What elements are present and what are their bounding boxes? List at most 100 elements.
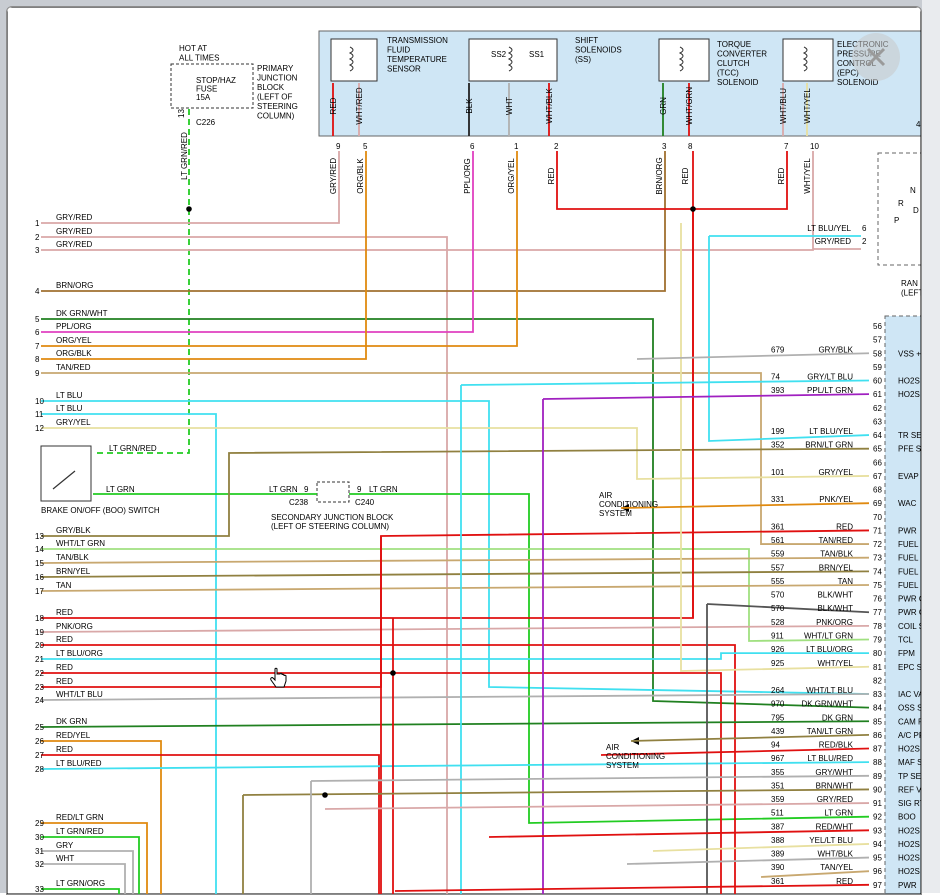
ss2-label: SS2 (491, 50, 507, 59)
left-pin-number: 3 (35, 246, 40, 255)
pcm-function: EVAP (898, 472, 919, 481)
boo-switch-box (40, 445, 92, 502)
ac2-label: SYSTEM (606, 761, 639, 770)
pcm-pin-number: 73 (873, 554, 882, 563)
wire (40, 556, 870, 564)
pcm-pin-number: 69 (873, 499, 882, 508)
left-pin-number: 10 (35, 397, 44, 406)
tcc-label: SOLENOID (717, 78, 759, 87)
left-pin-number: 5 (35, 315, 40, 324)
circuit-number: 555 (771, 577, 785, 586)
wire (41, 413, 217, 894)
wire (41, 822, 148, 894)
left-wire-label: LT BLU (56, 391, 83, 400)
left-pin-number: 7 (35, 342, 40, 351)
left-wire-label: LT GRN/RED (56, 827, 104, 836)
right-wire-label: RED (836, 877, 853, 886)
range-label: (LEFT REAR OF (901, 289, 921, 298)
pcm-function: BOO (898, 813, 916, 822)
trs-letter: N (910, 186, 916, 195)
wire (40, 584, 870, 592)
circuit-number: 925 (771, 659, 785, 668)
trans-wire-label: WHT/BLU (779, 88, 788, 124)
wire (460, 379, 870, 386)
right-wire-label: RED/WHT (816, 822, 853, 831)
circuit-number: 101 (771, 468, 785, 477)
left-pin-number: 29 (35, 819, 44, 828)
circuit-number: 439 (771, 727, 785, 736)
trs-pin: 2 (862, 237, 867, 246)
c240-pin: 9 (357, 485, 362, 494)
pcm-pin-number: 87 (873, 745, 882, 754)
left-wire-label: GRY/YEL (56, 418, 91, 427)
wire (600, 747, 870, 756)
pcm-pin-number: 78 (873, 622, 882, 631)
left-wire-label: BRN/YEL (56, 567, 91, 576)
pcm-pin-number: 64 (873, 431, 882, 440)
drop-wire-label: PPL/ORG (463, 158, 472, 194)
right-wire-label: WHT/LT GRN (804, 631, 853, 640)
pcm-pin-number: 74 (873, 567, 882, 576)
pcm-pin-number: 66 (873, 458, 882, 467)
left-wire-label: RED (56, 663, 73, 672)
wire (41, 427, 870, 480)
wire (310, 774, 870, 782)
pcm-function: TP SE (898, 772, 921, 781)
range-sensor-box (877, 152, 921, 266)
wire (40, 720, 870, 728)
wire (41, 548, 870, 642)
right-wire-label: WHT/YEL (817, 659, 853, 668)
drop-wire-label: RED (777, 167, 786, 184)
wire (41, 400, 870, 695)
switch-contact (52, 470, 76, 490)
fuse-label: STOP/HAZ (196, 76, 236, 85)
wire (40, 624, 870, 633)
pcm-function: FUEL (898, 581, 919, 590)
pcm-pin-number: 82 (873, 676, 882, 685)
trans-wire-label: WHT (505, 97, 514, 115)
tfts-label: TRANSMISSION (387, 36, 448, 45)
wire (242, 788, 870, 796)
wire (41, 447, 870, 537)
pcm-function: WAC (898, 499, 917, 508)
close-button[interactable] (852, 33, 900, 81)
right-wire-label: TAN/YEL (820, 863, 853, 872)
left-pin-number: 27 (35, 751, 44, 760)
fuse-label: FUSE (196, 85, 217, 94)
wire (41, 652, 869, 660)
drop-wire-label: GRY/RED (329, 158, 338, 195)
tfts-label: SENSOR (387, 65, 421, 74)
wire (41, 863, 126, 894)
left-wire-label: TAN/RED (56, 363, 91, 372)
wire (41, 740, 162, 894)
pcm-function: HO2S (898, 854, 920, 863)
pcm-pin-number: 57 (873, 336, 882, 345)
splice-dot (322, 792, 328, 798)
wire (41, 318, 870, 709)
left-wire-label: PNK/ORG (56, 622, 93, 631)
tfts-label: TEMPERATURE (387, 55, 447, 64)
circuit-number: 511 (771, 809, 784, 818)
pcm-function: EPC S (898, 663, 921, 672)
right-wire-label: GRY/RED (817, 795, 854, 804)
left-wire-label: GRY/BLK (56, 526, 91, 535)
left-pin-number: 16 (35, 573, 44, 582)
pcm-pin-number: 62 (873, 404, 882, 413)
pcm-pin-number: 88 (873, 758, 882, 767)
trans-wire-label: GRN (659, 97, 668, 115)
left-pin-number: 4 (35, 287, 40, 296)
ss1-label: SS1 (529, 50, 545, 59)
circuit-number: 352 (771, 441, 785, 450)
scrollbar-track[interactable] (922, 0, 940, 893)
pcm-pin-number: 65 (873, 445, 882, 454)
ac2-label: AIR (606, 743, 620, 752)
pcm-function: SIG RT (898, 799, 921, 808)
left-wire-label: TAN (56, 581, 72, 590)
circuit-number: 361 (771, 522, 785, 531)
c240-wire-label: LT GRN (369, 485, 398, 494)
tcc-label: CONVERTER (717, 50, 767, 59)
pcm-pin-number: 75 (873, 581, 882, 590)
wire (41, 151, 474, 333)
pcm-pin-number: 93 (873, 826, 882, 835)
